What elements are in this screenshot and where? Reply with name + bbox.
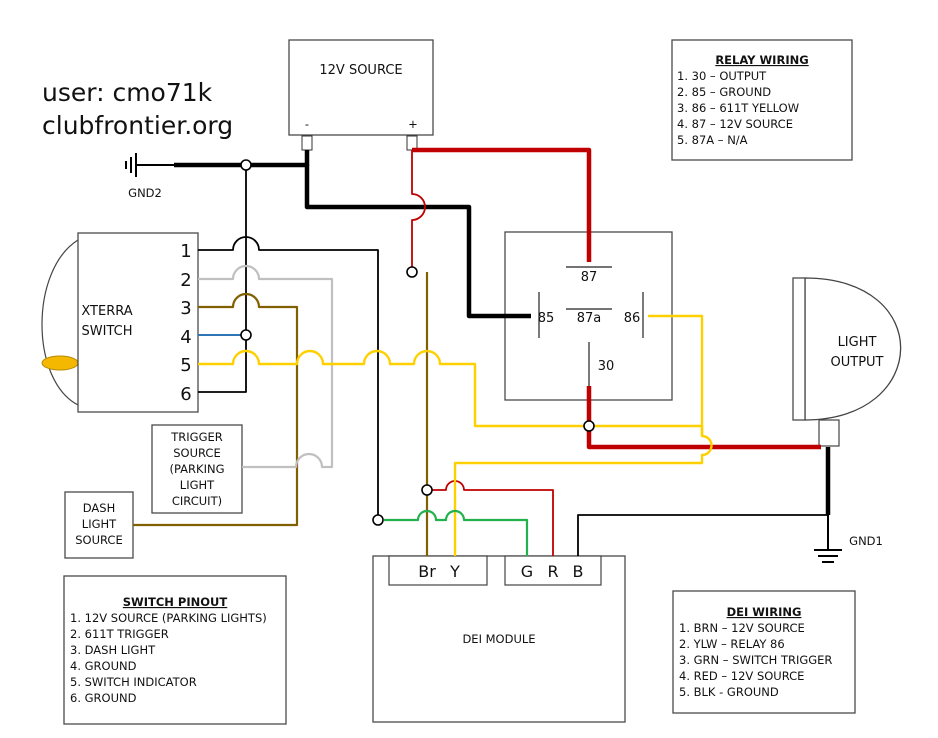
ground1-label: GND1 [849,534,883,548]
light-label-1: LIGHT [838,335,877,350]
dei-connector-right [504,555,602,586]
trigger-line-2: SOURCE [173,446,220,460]
switch-pin-5: 5 [180,355,191,376]
dei-wiring-item: 3. GRN – SWITCH TRIGGER [679,653,832,667]
trigger-line-5: CIRCUIT) [172,494,222,508]
wire-relay-86 [648,314,704,436]
trigger-line-3: (PARKING [170,462,225,476]
junction-dei-red [421,484,433,496]
xterra-switch: XTERRA SWITCH 1 2 3 4 5 6 [41,232,199,413]
dash-line-1: DASH [83,501,115,515]
relay-wiring-item: 4. 87 – 12V SOURCE [677,117,793,131]
ground2-label: GND2 [128,186,162,200]
switch-bezel [41,239,79,406]
junction-ground [240,159,252,171]
dei-wiring-item: 5. BLK - GROUND [679,685,779,699]
wire-trigger-source [198,264,334,469]
dei-wiring-title: DEI WIRING [727,605,802,619]
relay-wiring-item: 5. 87A – N/A [677,133,748,147]
dash-light-source: DASH LIGHT SOURCE [64,491,134,559]
watermark-user: user: cmo71k [42,78,213,107]
dei-wiring-item: 4. RED – 12V SOURCE [679,669,804,683]
wire-switch-ground [198,165,247,393]
switch-pinout-item: 2. 611T TRIGGER [70,627,169,641]
switch-pinout-item: 5. SWITCH INDICATOR [70,675,197,689]
dei-title: DEI MODULE [462,632,535,646]
ground1-symbol: GND1 [814,515,883,563]
dei-wiring-legend: DEI WIRING 1. BRN – 12V SOURCE 2. YLW – … [672,590,856,714]
dash-line-2: LIGHT [82,517,117,531]
relay-wiring-item: 2. 85 – GROUND [677,85,771,99]
source-neg-terminal [301,135,313,151]
wire-dei-ground [577,514,828,556]
relay-wiring-title: RELAY WIRING [715,53,808,67]
dei-module: Br Y G R B DEI MODULE [372,555,626,723]
lamp-base [818,419,840,447]
junction-relay-30 [583,420,595,432]
junction-power [406,266,418,278]
dash-line-3: SOURCE [75,533,122,547]
dei-wiring-item: 2. YLW – RELAY 86 [679,637,785,651]
switch-pinout-legend: SWITCH PINOUT 1. 12V SOURCE (PARKING LIG… [63,575,287,725]
junction-pin4 [240,329,252,341]
switch-label-1: XTERRA [81,304,132,319]
ground2-symbol: GND2 [125,153,174,200]
wire-relay-30-output [586,386,821,450]
switch-pinout-item: 4. GROUND [70,659,137,673]
switch-pinout-item: 1. 12V SOURCE (PARKING LIGHTS) [70,611,267,625]
switch-pin-1: 1 [180,241,191,262]
lamp-lens [804,277,902,421]
source-pos: + [408,117,418,131]
switch-pinout-item: 6. GROUND [70,691,137,705]
relay-wiring-legend: RELAY WIRING 1. 30 – OUTPUT 2. 85 – GROU… [671,39,853,161]
wire-dei-green [384,509,529,556]
wire-relay-87-power [412,147,592,262]
switch-indicator-lamp [41,355,79,371]
watermark-site: clubfrontier.org [42,111,233,140]
source-neg: - [305,117,309,131]
relay-pin-85: 85 [538,311,555,326]
dei-pin-r: R [547,562,558,581]
switch-pin-6: 6 [180,384,191,405]
source-12v: 12V SOURCE - + [288,39,434,151]
source-title: 12V SOURCE [319,63,402,78]
relay-pin-87a: 87a [577,311,602,326]
light-output: LIGHT OUTPUT [792,277,902,447]
relay-pin-86: 86 [624,311,641,326]
relay-pin-30: 30 [598,359,615,374]
switch-label-2: SWITCH [82,324,133,339]
dei-wiring-item: 1. BRN – 12V SOURCE [679,621,805,635]
dei-pin-br: Br [418,562,436,581]
dei-connector-left [388,555,488,586]
junction-dei-green [372,514,384,526]
wire-switch-pin1 [198,236,379,520]
switch-pin-3: 3 [180,298,191,319]
dei-pin-g: G [521,562,533,581]
dei-pin-y: Y [449,562,460,581]
wire-yellow-86-feed [198,349,713,556]
trigger-line-4: LIGHT [180,478,215,492]
relay-wiring-item: 1. 30 – OUTPUT [677,69,767,83]
wire-power-feed [411,150,426,272]
switch-pin-4: 4 [180,327,191,348]
switch-pinout-title: SWITCH PINOUT [123,595,228,609]
dei-pin-b: B [573,562,584,581]
light-label-2: OUTPUT [831,355,884,370]
wire-ground-main [174,150,310,168]
relay-pin-87: 87 [581,270,598,285]
trigger-source: TRIGGER SOURCE (PARKING LIGHT CIRCUIT) [151,424,243,514]
switch-pin-2: 2 [180,270,191,291]
relay-wiring-item: 3. 86 – 611T YELLOW [677,101,799,115]
trigger-line-1: TRIGGER [170,430,223,444]
wire-dash-light [133,292,299,527]
wire-relay-85-ground [304,165,531,319]
switch-pinout-item: 3. DASH LIGHT [70,643,156,657]
